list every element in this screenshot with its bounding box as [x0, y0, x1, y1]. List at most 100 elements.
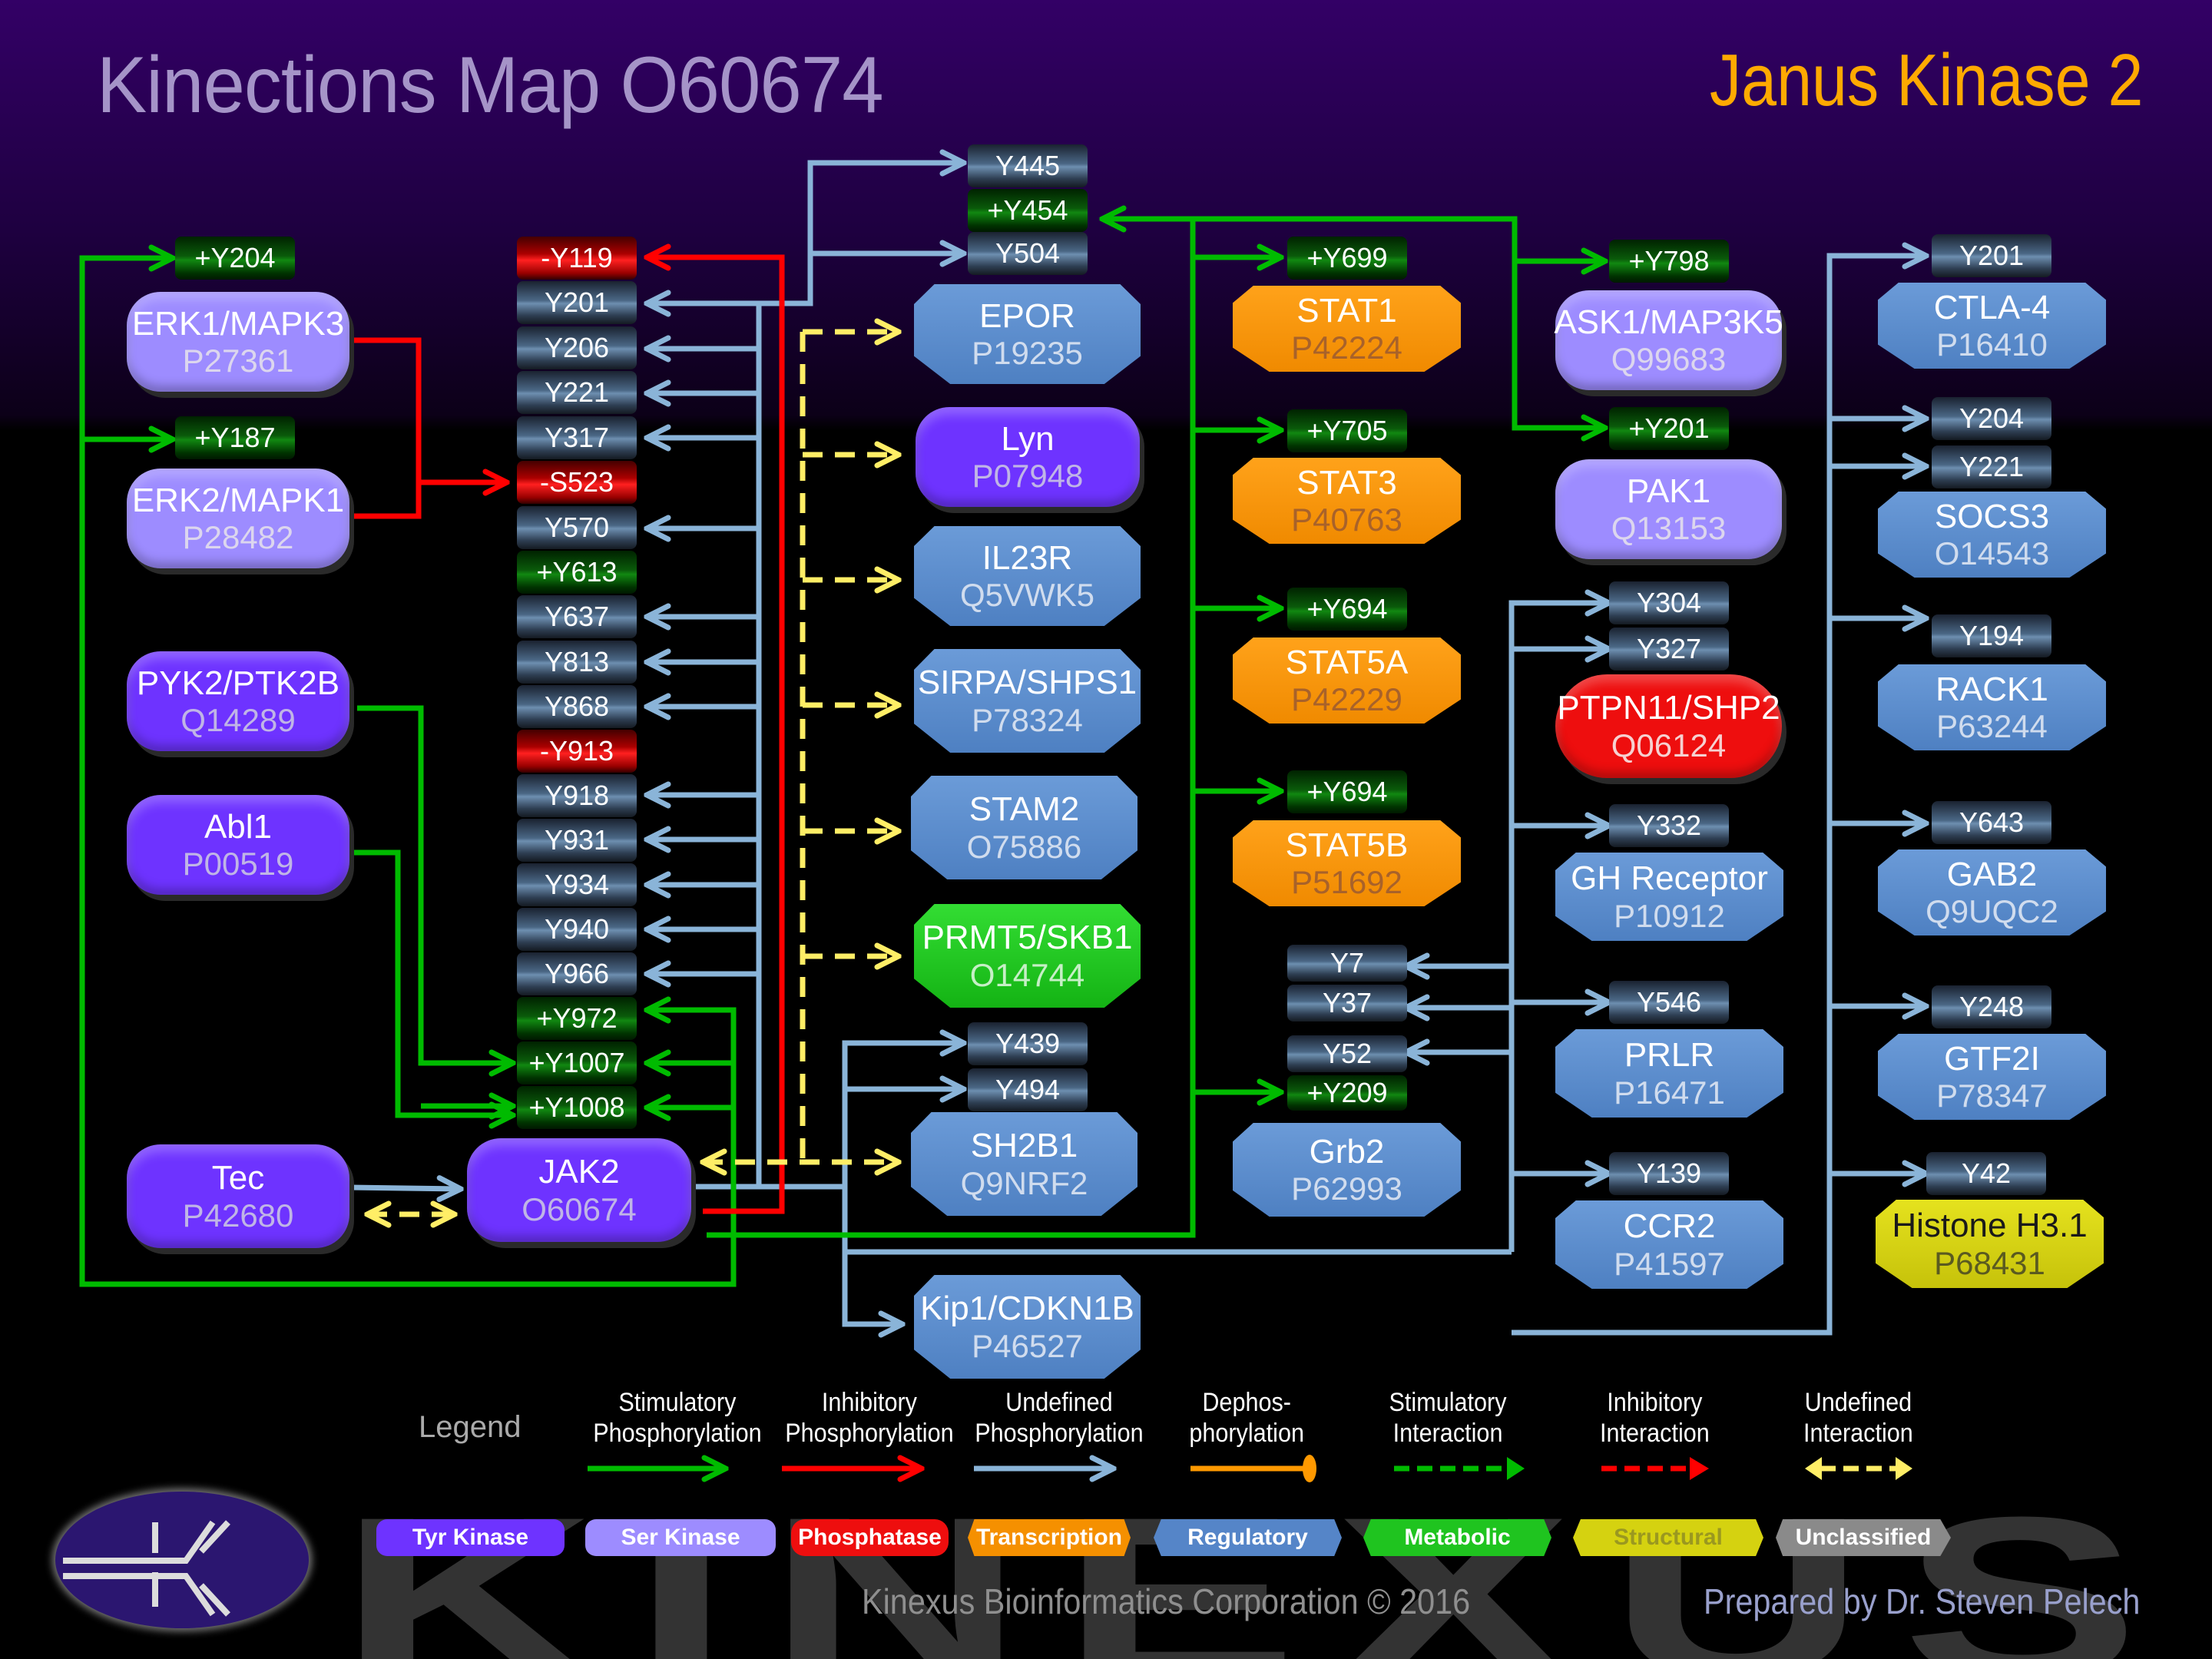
protein-grb2[interactable]: Grb2 P62993	[1233, 1123, 1461, 1217]
grb2-site[interactable]: Y52	[1287, 1035, 1407, 1072]
site-erk2-y187[interactable]: +Y187	[175, 416, 295, 459]
protein-name-label: EPOR	[979, 296, 1075, 335]
site-stat5a-y694[interactable]: +Y694	[1287, 588, 1407, 631]
protein-jak2[interactable]: JAK2 O60674	[467, 1138, 691, 1242]
site-h31-y42[interactable]: Y42	[1926, 1152, 2046, 1195]
jak2-site[interactable]: -S523	[517, 461, 637, 504]
jak2-site[interactable]: Y317	[517, 416, 637, 459]
jak2-site[interactable]: -Y119	[517, 237, 637, 280]
protein-abl1[interactable]: Abl1 P00519	[127, 795, 349, 895]
grb2-site[interactable]: Y37	[1287, 985, 1407, 1022]
site-stat1-y699[interactable]: +Y699	[1287, 237, 1407, 280]
site-ctla4-y201[interactable]: Y201	[1932, 234, 2051, 277]
grb2-site[interactable]: Y7	[1287, 945, 1407, 982]
ptpn11-site[interactable]: Y327	[1609, 628, 1729, 671]
protein-stat1[interactable]: STAT1 P42224	[1233, 286, 1461, 372]
jak2-site[interactable]: +Y613	[517, 551, 637, 594]
protein-pak1[interactable]: PAK1 Q13153	[1555, 459, 1782, 559]
jak2-site[interactable]: +Y1007	[517, 1041, 637, 1084]
ptpn11-site[interactable]: Y304	[1609, 581, 1729, 624]
jak2-site[interactable]: Y813	[517, 641, 637, 684]
accession-label: Q14289	[180, 702, 296, 739]
protein-ccr2[interactable]: CCR2 P41597	[1555, 1200, 1783, 1289]
jak2-site[interactable]: Y206	[517, 326, 637, 369]
jak2-site[interactable]: +Y972	[517, 997, 637, 1040]
protein-tec[interactable]: Tec P42680	[127, 1144, 349, 1248]
site-gab2-y643[interactable]: Y643	[1932, 801, 2051, 844]
protein-ptpn11[interactable]: PTPN11/SHP2 Q06124	[1555, 674, 1782, 778]
jak2-site[interactable]: Y934	[517, 863, 637, 906]
protein-name-label: Kip1/CDKN1B	[920, 1290, 1134, 1328]
protein-pyk2[interactable]: PYK2/PTK2B Q14289	[127, 651, 349, 751]
protein-erk2[interactable]: ERK2/MAPK1 P28482	[127, 469, 349, 568]
jak2-site[interactable]: Y868	[517, 685, 637, 728]
protein-name-label: Histone H3.1	[1892, 1207, 2088, 1245]
protein-name-label: CTLA-4	[1933, 288, 2051, 326]
protein-stat5b[interactable]: STAT5B P51692	[1233, 820, 1461, 906]
site-ccr2-y139[interactable]: Y139	[1609, 1152, 1729, 1195]
protein-name-label: STAT1	[1296, 291, 1397, 329]
site-ask1-y798[interactable]: +Y798	[1609, 240, 1729, 283]
category-regulatory: Regulatory	[1154, 1519, 1342, 1556]
protein-socs3[interactable]: SOCS3 O14543	[1878, 492, 2106, 578]
accession-label: O75886	[966, 828, 1082, 865]
prepared-by-text: Prepared by Dr. Steven Pelech	[1704, 1581, 2141, 1621]
jak2-site[interactable]: Y940	[517, 908, 637, 951]
protein-epor[interactable]: EPOR P19235	[914, 284, 1141, 384]
protein-name-label: GAB2	[1946, 855, 2038, 893]
protein-kip1[interactable]: Kip1/CDKN1B P46527	[914, 1275, 1141, 1379]
sh2b1-site[interactable]: Y494	[968, 1068, 1088, 1111]
jak2-site[interactable]: Y966	[517, 952, 637, 995]
jak2-site[interactable]: Y201	[517, 281, 637, 324]
sh2b1-site[interactable]: Y439	[968, 1022, 1088, 1065]
protein-gab2[interactable]: GAB2 Q9UQC2	[1878, 849, 2106, 935]
accession-label: P28482	[182, 519, 294, 556]
site-prlr-y546[interactable]: Y546	[1609, 981, 1729, 1024]
protein-ask1[interactable]: ASK1/MAP3K5 Q99683	[1554, 290, 1783, 390]
protein-name-label: ERK2/MAPK1	[131, 481, 345, 519]
protein-erk1[interactable]: ERK1/MAPK3 P27361	[127, 292, 349, 392]
accession-label: P42229	[1291, 681, 1402, 718]
category-phosphatase: Phosphatase	[791, 1519, 949, 1556]
site-pak1-y201[interactable]: +Y201	[1609, 407, 1729, 450]
protein-lyn[interactable]: Lyn P07948	[916, 407, 1140, 507]
site-rack1-y194[interactable]: Y194	[1932, 614, 2051, 657]
epor-site[interactable]: +Y454	[968, 189, 1088, 232]
site-erk1-y204[interactable]: +Y204	[175, 237, 295, 280]
jak2-site[interactable]: Y637	[517, 595, 637, 638]
accession-label: P78324	[972, 701, 1083, 738]
jak2-site[interactable]: Y918	[517, 774, 637, 817]
protein-gh-receptor[interactable]: GH Receptor P10912	[1555, 853, 1783, 941]
protein-histone-h3-1[interactable]: Histone H3.1 P68431	[1876, 1200, 2104, 1288]
site-ghr-y332[interactable]: Y332	[1609, 804, 1729, 847]
protein-rack1[interactable]: RACK1 P63244	[1878, 664, 2106, 750]
jak2-site[interactable]: -Y913	[517, 730, 637, 773]
site-stat3-y705[interactable]: +Y705	[1287, 409, 1407, 452]
protein-il23r[interactable]: IL23R Q5VWK5	[914, 526, 1141, 626]
epor-site[interactable]: Y504	[968, 232, 1088, 275]
jak2-site[interactable]: Y931	[517, 819, 637, 862]
jak2-site[interactable]: +Y1008	[517, 1086, 637, 1129]
grb2-site[interactable]: +Y209	[1287, 1075, 1407, 1111]
protein-prlr[interactable]: PRLR P16471	[1555, 1029, 1783, 1118]
socs3-site[interactable]: Y221	[1932, 445, 2051, 488]
epor-site[interactable]: Y445	[968, 144, 1088, 187]
jak2-site[interactable]: Y221	[517, 371, 637, 414]
protein-sh2b1[interactable]: SH2B1 Q9NRF2	[911, 1112, 1137, 1216]
site-stat5b-y694[interactable]: +Y694	[1287, 770, 1407, 813]
site-gtf2i-y248[interactable]: Y248	[1932, 985, 2051, 1028]
accession-label: Q9NRF2	[960, 1164, 1088, 1201]
protein-prmt5[interactable]: PRMT5/SKB1 O14744	[914, 904, 1141, 1008]
category-unclassified: Unclassified	[1776, 1519, 1951, 1556]
protein-stat5a[interactable]: STAT5A P42229	[1233, 637, 1461, 724]
protein-sirpa[interactable]: SIRPA/SHPS1 P78324	[914, 649, 1141, 753]
protein-gtf2i[interactable]: GTF2I P78347	[1878, 1034, 2106, 1120]
protein-stat3[interactable]: STAT3 P40763	[1233, 458, 1461, 544]
protein-ctla4[interactable]: CTLA-4 P16410	[1878, 283, 2106, 369]
jak2-site[interactable]: Y570	[517, 506, 637, 549]
socs3-site[interactable]: Y204	[1932, 397, 2051, 440]
protein-stam2[interactable]: STAM2 O75886	[911, 776, 1137, 879]
